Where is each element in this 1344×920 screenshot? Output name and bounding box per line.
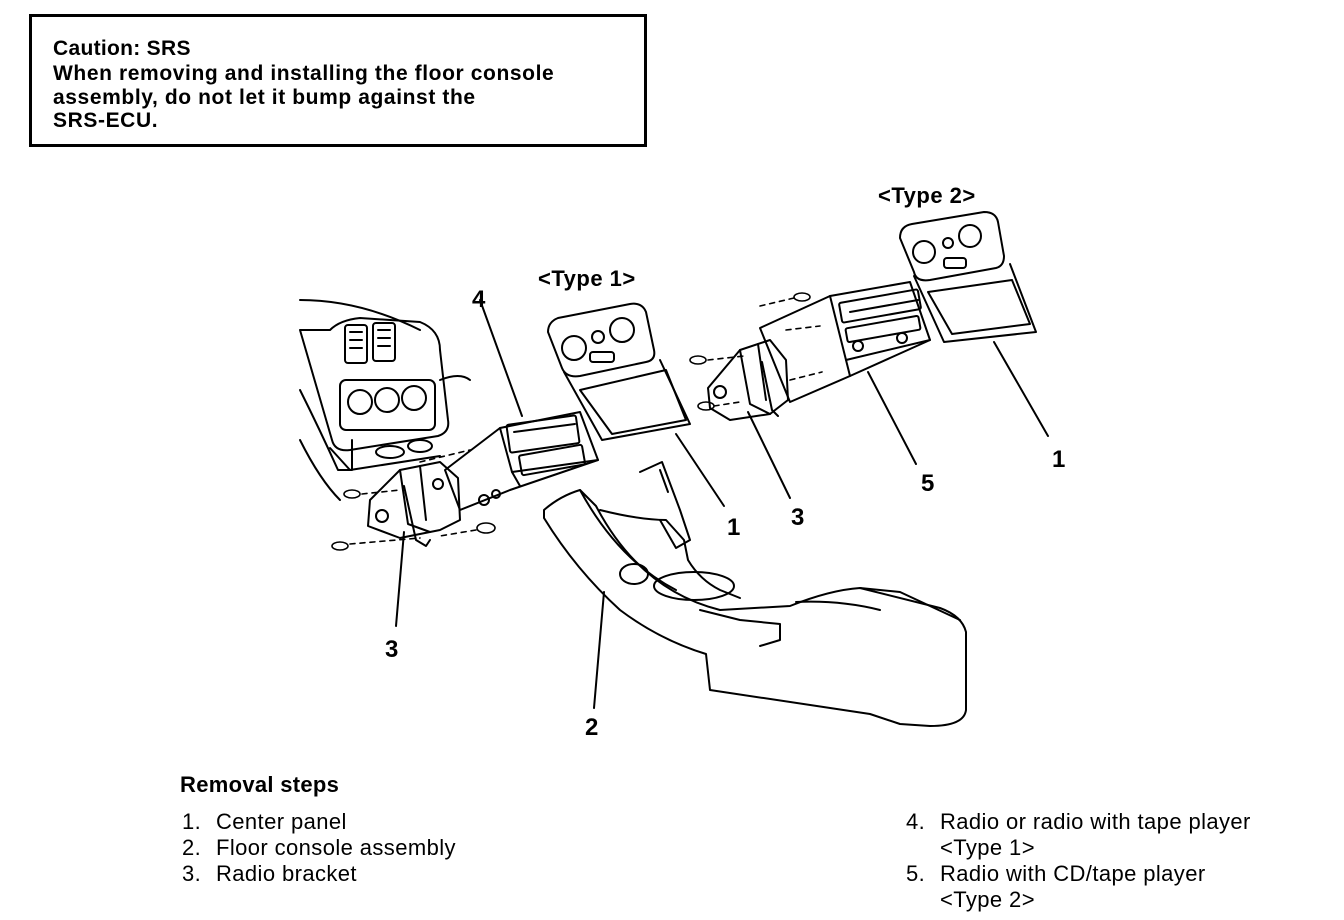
center-panel-type2-drawing <box>899 211 1037 343</box>
removal-step-5: 5. Radio with CD/tape player <box>906 861 1206 887</box>
step-number: 3. <box>182 861 202 886</box>
callout-2: 2 <box>585 714 599 741</box>
type1-label: <Type 1> <box>538 266 636 291</box>
removal-step-4: 4. Radio or radio with tape player <box>906 809 1251 835</box>
callout-5: 5 <box>921 470 935 497</box>
caution-box: Caution: SRS When removing and installin… <box>29 14 647 147</box>
callout-1-type2: 1 <box>1052 446 1066 473</box>
type2-label: <Type 2> <box>878 183 976 208</box>
caution-line-3: SRS-ECU. <box>53 109 159 132</box>
callout-3-right: 3 <box>791 504 805 531</box>
floor-console-drawing <box>543 461 967 727</box>
caution-line-1: When removing and installing the floor c… <box>53 62 555 85</box>
step-number: 4. <box>906 809 926 834</box>
callout-3-left: 3 <box>385 636 399 663</box>
radio-bracket-left-drawing <box>367 461 461 547</box>
screws-right <box>689 292 823 411</box>
step-text: Radio bracket <box>216 861 357 886</box>
caution-title: Caution: SRS <box>53 37 191 60</box>
callout-4: 4 <box>472 286 486 313</box>
removal-step-2: 2. Floor console assembly <box>182 835 456 861</box>
removal-step-4-sub: <Type 1> <box>940 835 1035 860</box>
callout-1-type1: 1 <box>727 514 741 541</box>
radio-type1-drawing <box>444 411 599 511</box>
removal-step-3: 3. Radio bracket <box>182 861 357 887</box>
removal-steps-title: Removal steps <box>180 772 340 797</box>
radio-type2-drawing <box>759 281 931 403</box>
step-number: 2. <box>182 835 202 860</box>
removal-step-1: 1. Center panel <box>182 809 347 835</box>
step-number: 1. <box>182 809 202 834</box>
step-text: Center panel <box>216 809 347 834</box>
step-number: 5. <box>906 861 926 886</box>
step-text: Radio with CD/tape player <box>940 861 1206 886</box>
radio-bracket-right-drawing <box>707 339 789 421</box>
step-text: Floor console assembly <box>216 835 456 860</box>
center-panel-type1-drawing <box>547 302 691 441</box>
removal-step-5-sub: <Type 2> <box>940 887 1035 912</box>
screws-left <box>331 449 496 551</box>
step-text: Radio or radio with tape player <box>940 809 1251 834</box>
leader-lines <box>395 299 1049 709</box>
caution-line-2: assembly, do not let it bump against the <box>53 86 476 109</box>
dashboard-drawing <box>299 299 471 501</box>
